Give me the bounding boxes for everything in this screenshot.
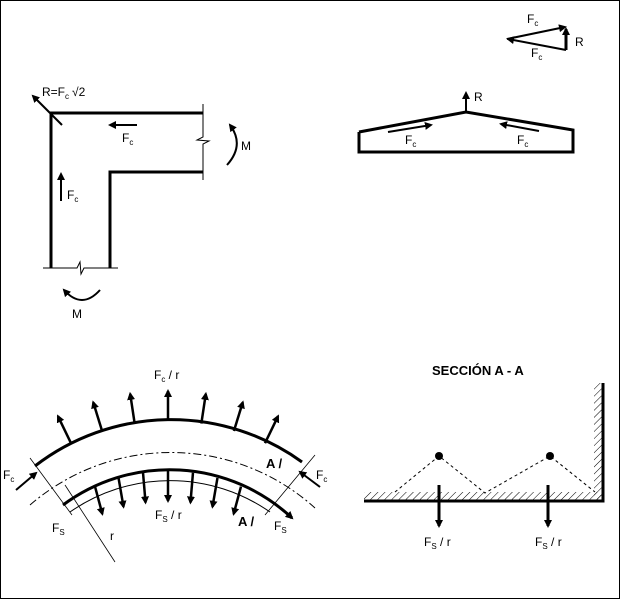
outward-arrows: [56, 389, 280, 444]
fc-label: Fc: [3, 468, 14, 484]
steel-line: [69, 480, 271, 513]
fc-label: Fc: [517, 133, 528, 149]
section-cut-bottom: [43, 260, 118, 276]
fc-over-r-arrow: [263, 414, 280, 444]
fs-label: FS: [52, 521, 65, 537]
fc-label: Fc: [405, 133, 416, 149]
section-title: SECCIÓN A - A: [432, 363, 524, 378]
fs-over-r-label: FS / r: [535, 535, 562, 551]
fc-vector: [506, 24, 567, 40]
fc-over-r-label: Fc / r: [154, 368, 179, 384]
fc-over-r-arrow: [232, 400, 245, 432]
fs-label: FS: [274, 519, 287, 535]
fs-over-r-arrow: [93, 486, 105, 516]
roof-outline: [357, 110, 575, 154]
fc-over-r-arrow: [91, 400, 104, 432]
fc-over-r-arrow: [200, 391, 209, 424]
resultant-arrow: [31, 94, 63, 126]
inward-arrows: [93, 471, 243, 516]
fc-over-r-arrow: [127, 391, 136, 424]
fs-over-r-arrow: [231, 486, 243, 516]
curved-beam-diagram: r Fc Fc FS FS Fc / r FS / r A / A /: [3, 368, 327, 563]
section-a-a: SECCIÓN A - A FS / r FS / r: [364, 363, 605, 551]
radius-label: r: [110, 529, 114, 543]
fs-over-r-label: FS / r: [155, 508, 182, 524]
radius-line: [64, 484, 116, 563]
section-cut-right: [195, 104, 211, 180]
section-mark: A /: [266, 456, 283, 471]
section-line: [29, 457, 73, 516]
fs-over-r-arrow: [141, 472, 150, 505]
rebar-dot: [435, 452, 443, 460]
fs-over-r-label: FS / r: [424, 535, 451, 551]
fc-label: Fc: [316, 468, 327, 484]
hatch-base: [364, 492, 603, 501]
r-label: R: [474, 90, 483, 104]
fc-label: Fc: [527, 12, 538, 28]
hatch-wall: [594, 383, 603, 501]
outer-arc: [34, 418, 303, 468]
inner-edge: [108, 170, 203, 268]
moment-label: M: [72, 307, 82, 321]
inner-arc: [62, 468, 294, 520]
fc-label: Fc: [122, 131, 133, 147]
section-line: [264, 454, 316, 516]
moment-arrow-bottom: [62, 288, 101, 301]
fc-arrow-right: [298, 470, 321, 488]
fs-over-r-arrow: [186, 472, 195, 505]
force-triangle: Fc Fc R: [506, 12, 584, 62]
roof-diagram: R Fc Fc: [357, 90, 575, 154]
rebar-dot: [546, 452, 554, 460]
section-mark: A /: [238, 514, 255, 529]
fc-label: Fc: [67, 188, 78, 204]
fc-arrow-left: [15, 471, 38, 491]
fs-over-r-arrow: [117, 477, 127, 509]
fs-over-r-arrow: [209, 477, 219, 509]
formwork-edge: [364, 383, 605, 503]
moment-label: M: [241, 139, 251, 153]
resultant-label: R=Fc√2: [42, 85, 86, 101]
l-corner-diagram: R=Fc√2 Fc Fc M M: [31, 85, 251, 321]
fc-over-r-arrow: [56, 414, 73, 444]
stirrup-dashed: [394, 455, 596, 494]
moment-arrow-right: [226, 123, 238, 166]
r-label: R: [575, 35, 584, 49]
fc-label: Fc: [531, 46, 542, 62]
fc-arrow: [387, 122, 433, 133]
centroid-arc: [29, 451, 316, 509]
fc-arrow: [499, 121, 540, 132]
fc-vector: [506, 36, 567, 51]
